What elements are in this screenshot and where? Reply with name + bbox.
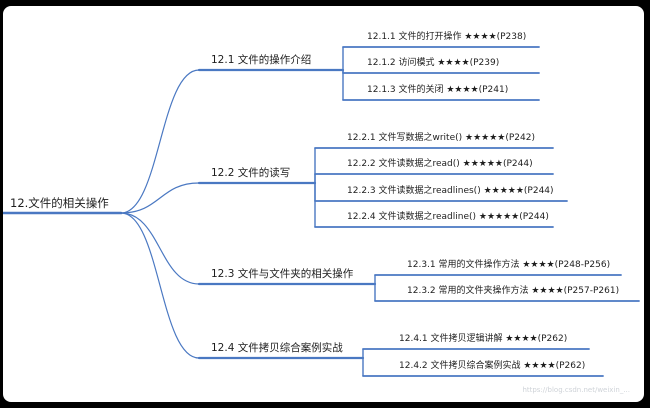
connector-root-s2 bbox=[120, 182, 200, 214]
leaf-12-4-1[interactable]: 12.4.1 文件拷贝逻辑讲解 ★★★★(P262) bbox=[399, 334, 568, 344]
connector-root-s3 bbox=[120, 212, 200, 285]
watermark: https://blog.csdn.net/weixin_... bbox=[522, 386, 630, 394]
mindmap-connectors bbox=[3, 46, 640, 377]
branch-12-3[interactable]: 12.3 文件与文件夹的相关操作 bbox=[211, 268, 354, 280]
connector-root-s1 bbox=[120, 69, 200, 214]
leaf-12-2-2[interactable]: 12.2.2 文件读数据之read() ★★★★★(P244) bbox=[347, 159, 533, 169]
branch-12-4[interactable]: 12.4 文件拷贝综合案例实战 bbox=[211, 342, 343, 354]
leaf-12-3-1[interactable]: 12.3.1 常用的文件操作方法 ★★★★(P248-P256) bbox=[407, 260, 611, 270]
leaf-12-4-2[interactable]: 12.4.2 文件拷贝综合案例实战 ★★★★(P262) bbox=[399, 361, 586, 371]
leaf-12-2-3[interactable]: 12.2.3 文件读数据之readlines() ★★★★★(P244) bbox=[347, 186, 554, 196]
leaf-12-1-3[interactable]: 12.1.3 文件的关闭 ★★★★(P241) bbox=[367, 85, 509, 95]
leaf-12-2-1[interactable]: 12.2.1 文件写数据之write() ★★★★★(P242) bbox=[347, 133, 535, 143]
branch-12-1[interactable]: 12.1 文件的操作介绍 bbox=[211, 54, 312, 66]
mindmap-root[interactable]: 12.文件的相关操作 bbox=[10, 196, 109, 210]
leaf-12-1-2[interactable]: 12.1.2 访问模式 ★★★★(P239) bbox=[367, 58, 500, 68]
leaf-12-3-2[interactable]: 12.3.2 常用的文件夹操作方法 ★★★★(P257-P261) bbox=[407, 286, 620, 296]
leaf-12-1-1[interactable]: 12.1.1 文件的打开操作 ★★★★(P238) bbox=[367, 32, 527, 42]
branch-12-2[interactable]: 12.2 文件的读写 bbox=[211, 167, 291, 179]
leaf-12-2-4[interactable]: 12.2.4 文件读数据之readline() ★★★★★(P244) bbox=[347, 212, 549, 222]
mindmap-canvas: 12.文件的相关操作 12.1 文件的操作介绍 12.2 文件的读写 12.3 … bbox=[3, 6, 644, 402]
connector-root-s4 bbox=[120, 212, 200, 359]
